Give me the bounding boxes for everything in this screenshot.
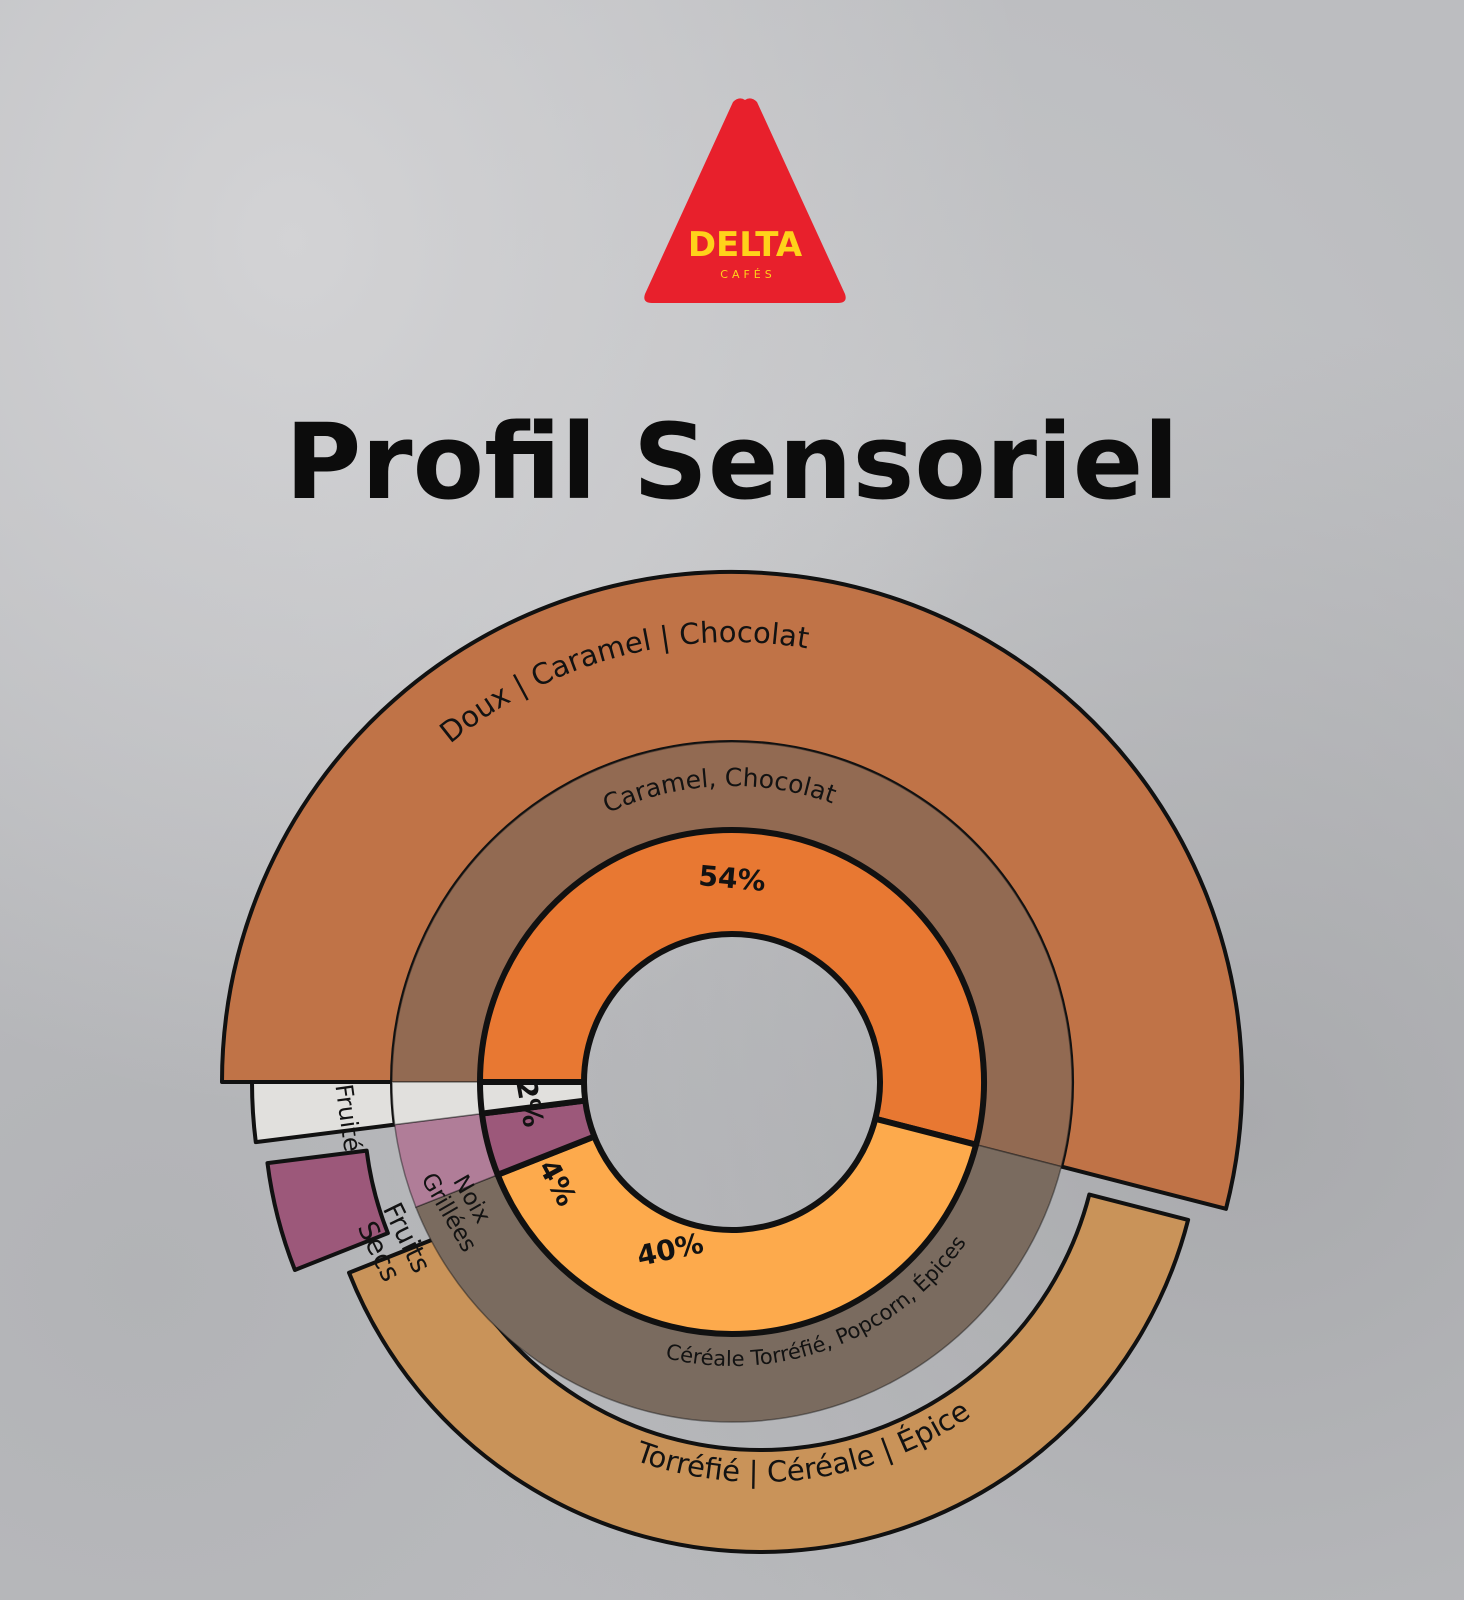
svg-text:54%: 54% xyxy=(697,859,767,898)
outer-segment-fruite xyxy=(250,1080,397,1145)
svg-text:NoixGrillées: NoixGrillées xyxy=(416,1155,505,1256)
svg-text:2%: 2% xyxy=(509,1077,550,1130)
inner-label-54: 54% xyxy=(697,859,767,898)
ring-segments xyxy=(220,570,1244,1554)
inner-label-2: 2% xyxy=(509,1077,550,1130)
delta-triangle-icon xyxy=(644,98,846,304)
inner-segment-torrefie-cereale-epice xyxy=(494,1115,980,1337)
inner-segment-fruite xyxy=(477,1079,589,1117)
chart-title: Profil Sensoriel xyxy=(285,401,1179,523)
inner-segment-doux-caramel-chocolat xyxy=(477,827,987,1148)
brand-name: DELTA xyxy=(688,225,803,265)
brand-subtitle: CAFÉS xyxy=(720,268,775,281)
middle-label-noix-grillees: NoixGrillées xyxy=(416,1155,505,1256)
outer-segment-fruits-secs xyxy=(265,1148,390,1272)
outer-segment-torrefie-cereale-epice xyxy=(347,1192,1191,1554)
brand-logo: DELTA CAFÉS xyxy=(644,98,846,304)
